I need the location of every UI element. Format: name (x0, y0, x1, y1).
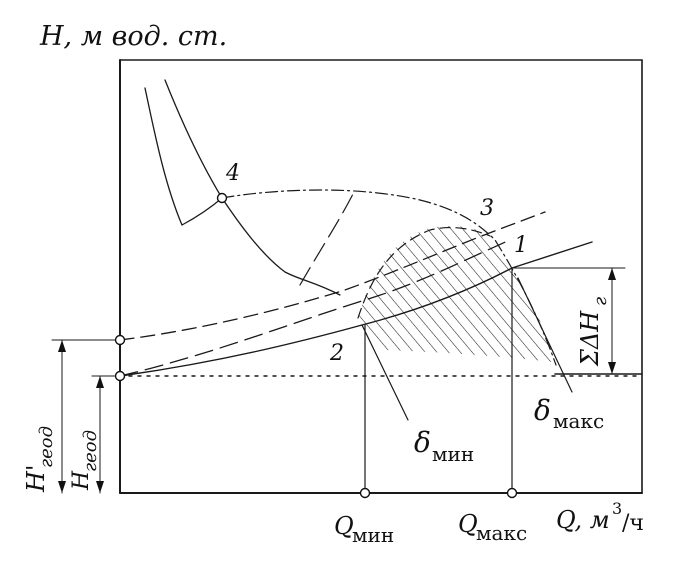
plot-frame (119, 59, 643, 494)
svg-text:H': H' (22, 464, 50, 493)
y-axis-label: H, м вод. ст. (39, 21, 227, 52)
marker-q-max (506, 487, 518, 499)
h-geod-arrowhead-top (96, 376, 104, 388)
svg-text:геод: геод (80, 430, 101, 472)
svg-text:Q: Q (458, 510, 478, 538)
dashed-to-point-3 (357, 226, 491, 319)
delta-min-leader (361, 324, 409, 421)
steep-curve-b (164, 79, 341, 296)
svg-text:геод: геод (36, 426, 57, 468)
svg-text:Q, м: Q, м (556, 506, 610, 534)
delta-max-leader (517, 277, 573, 393)
sum-dh-label: ΣΔH г (576, 297, 611, 367)
h-geod-prime-arrowhead-bottom (58, 481, 66, 493)
marker-q-min (359, 487, 371, 499)
h-geod-label: H геод (69, 430, 101, 491)
delta-max-label: δ макс (534, 394, 604, 433)
short-curve (181, 197, 223, 226)
sum-dh-arrowhead-top (608, 268, 616, 280)
marker-point-4 (216, 192, 228, 204)
svg-text:δ: δ (534, 394, 551, 427)
q-max-label: Q макс (458, 510, 527, 545)
system-curve-upper (119, 211, 546, 341)
delta-min-label: δ мин (414, 426, 474, 466)
q-min-label: Q мин (334, 512, 394, 547)
system-curve-dashed-steep (299, 189, 356, 286)
svg-text:δ: δ (414, 426, 431, 459)
svg-text:3: 3 (612, 499, 622, 518)
svg-text:/ч: /ч (622, 511, 644, 536)
sum-dh-arrowhead-bottom (608, 362, 616, 374)
point-4-label: 4 (225, 161, 240, 186)
system-curve-mid (119, 239, 511, 377)
marker-h-geod (114, 370, 126, 382)
h-geod-prime-label: H' геод (22, 426, 57, 493)
h-geod-prime-arrowhead-top (58, 340, 66, 352)
h-geod-arrowhead-bottom (96, 481, 104, 493)
svg-text:макс: макс (553, 409, 604, 433)
steep-curve-a (144, 87, 183, 226)
svg-text:ΣΔH: ΣΔH (576, 310, 604, 367)
svg-text:макс: макс (476, 521, 527, 545)
x-axis-label: Q, м 3 /ч (556, 499, 644, 536)
svg-text:H: H (69, 470, 94, 491)
point-1-label: 1 (514, 233, 528, 258)
svg-text:г: г (590, 297, 611, 306)
svg-text:мин: мин (352, 523, 394, 547)
svg-text:Q: Q (334, 512, 354, 540)
marker-h-geod-prime (114, 334, 126, 346)
point-3-label: 3 (480, 196, 494, 221)
point-2-label: 2 (329, 341, 344, 366)
svg-text:мин: мин (432, 442, 474, 466)
